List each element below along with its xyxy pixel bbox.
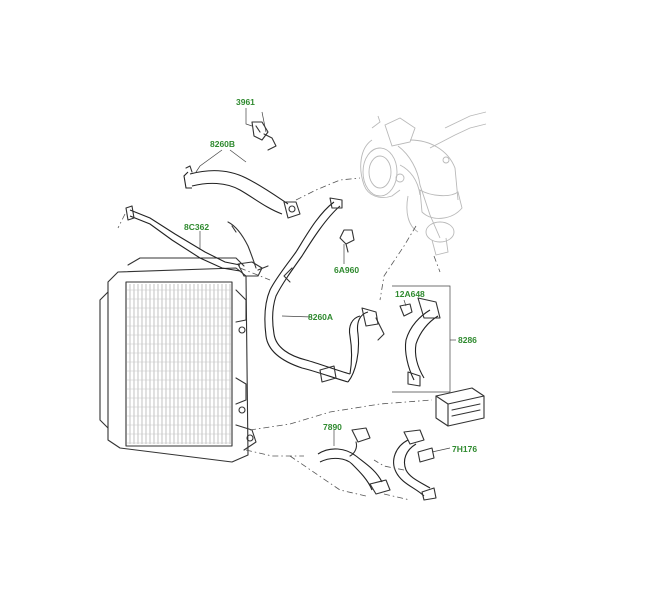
label-12a648: 12A648 (395, 289, 425, 299)
bracket-8286 (392, 285, 451, 393)
relation-lines (117, 177, 441, 501)
label-7h176: 7H176 (452, 444, 477, 454)
label-8286: 8286 (458, 335, 477, 345)
radiator (99, 257, 257, 463)
hose-8260a (264, 197, 385, 383)
hose-7890 (317, 427, 391, 495)
sensor-6a960 (339, 229, 355, 253)
radiator-fins (127, 284, 231, 444)
hose-7h176 (393, 429, 437, 501)
part-labels: 3961 8260B 8C362 6A960 8260A 12A648 8286… (184, 97, 477, 454)
pipe-8c362 (125, 205, 269, 277)
label-3961: 3961 (236, 97, 255, 107)
engine-ghost (360, 111, 487, 256)
label-8260a: 8260A (308, 312, 333, 322)
leader-lines (195, 108, 451, 453)
label-8c362: 8C362 (184, 222, 209, 232)
oil-cooler (435, 387, 485, 427)
hose-8286 (399, 297, 441, 387)
label-8260b: 8260B (210, 139, 235, 149)
label-6a960: 6A960 (334, 265, 359, 275)
clip-3961 (251, 121, 277, 151)
label-7890: 7890 (323, 422, 342, 432)
hose-8260b (183, 165, 301, 219)
